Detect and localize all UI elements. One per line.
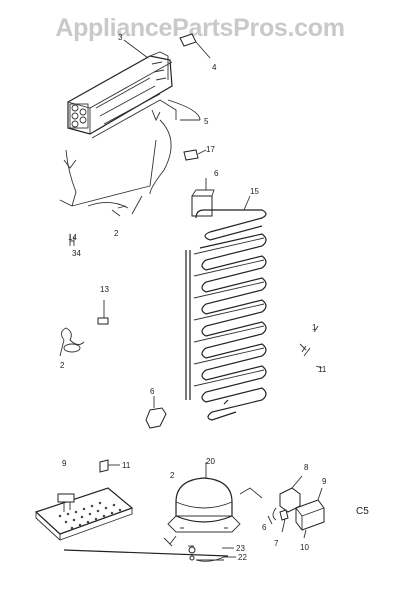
clip-part-17	[183, 149, 207, 161]
label-part-22: 22	[238, 553, 247, 562]
bracket-part-6-middle	[145, 396, 167, 429]
label-part-20: 20	[206, 457, 215, 466]
label-part-15: 15	[250, 187, 259, 196]
label-part-6-upper: 6	[214, 169, 219, 178]
bolt-part-11	[99, 459, 120, 473]
label-part-2-lower: 2	[170, 471, 175, 480]
condenser-coil-part-15	[185, 209, 267, 421]
screw-part-1	[299, 325, 323, 369]
label-part-2-upper: 2	[114, 229, 119, 238]
label-part-8: 8	[304, 463, 309, 472]
evaporator-part	[59, 51, 201, 209]
relay-part-6-upper	[191, 178, 215, 217]
label-part-2-middle: 2	[60, 361, 65, 370]
clip-part-14	[69, 205, 127, 246]
label-part-34: 34	[72, 249, 81, 258]
bracket-part-4	[179, 33, 211, 59]
label-part-3: 3	[118, 33, 123, 42]
watermark-text: AppliancePartsPros.com	[55, 14, 345, 42]
label-part-6-middle: 6	[150, 387, 155, 396]
label-part-5: 5	[204, 117, 209, 126]
label-part-10: 10	[300, 543, 309, 552]
label-part-17: 17	[206, 145, 215, 154]
label-part-1: 1	[312, 323, 317, 332]
label-part-4: 4	[212, 63, 217, 72]
tubing-part-22	[63, 549, 229, 562]
label-part-9-capacitor: 9	[322, 477, 327, 486]
diagram-section-code: C5	[356, 506, 369, 517]
label-part-7: 7	[274, 539, 279, 548]
leader-lines	[123, 39, 251, 558]
wire-harness-part-2	[59, 300, 109, 357]
label-part-14: 14	[68, 233, 77, 242]
label-part-11-bolt: 11	[122, 461, 131, 470]
label-part-23: 23	[236, 544, 245, 553]
label-part-11-right: 11	[318, 365, 327, 374]
capacitor-part-10	[295, 487, 325, 539]
label-part-13: 13	[100, 285, 109, 294]
label-part-9-pan: 9	[62, 459, 67, 468]
compressor-part-20	[163, 462, 263, 561]
start-relay-part-8	[267, 475, 303, 533]
label-part-6-lower: 6	[262, 523, 267, 532]
drain-pan-part-9	[34, 487, 134, 541]
